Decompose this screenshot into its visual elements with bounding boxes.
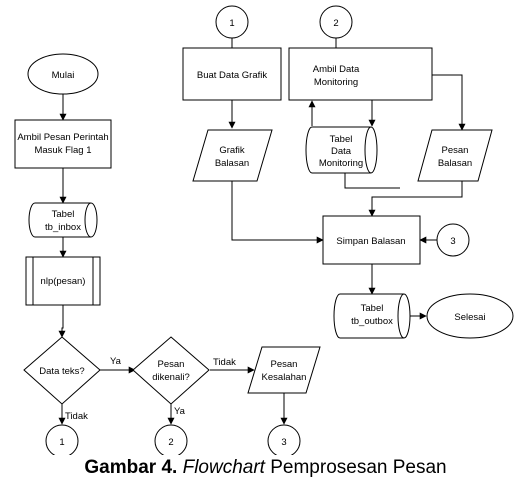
node-tb-inbox: Tabel tb_inbox: [28, 202, 98, 238]
edge-ambildata-pesanbalasan: [432, 74, 466, 131]
edge-label-ya-pesandikenali: Ya: [174, 406, 186, 417]
node-pesan-dikenali: Pesan dikenali?: [132, 336, 210, 405]
node-ambil-data-monitoring: Ambil Data Monitoring: [288, 47, 433, 101]
svg-text:Balasan: Balasan: [438, 158, 472, 169]
edges: [58, 31, 466, 425]
svg-text:Selesai: Selesai: [454, 312, 485, 323]
caption-rest: Pemprosesan Pesan: [264, 457, 447, 478]
edge-grafikbalasan-simpan: [231, 181, 324, 244]
svg-text:dikenali?: dikenali?: [152, 372, 190, 383]
connector-2-bottom: 2: [154, 424, 188, 455]
svg-text:Mulai: Mulai: [52, 70, 75, 81]
node-pesan-balasan: Pesan Balasan: [417, 129, 493, 182]
svg-text:Tabel: Tabel: [361, 303, 384, 314]
connector-3-bottom: 3: [267, 424, 301, 455]
svg-text:tb_outbox: tb_outbox: [351, 316, 393, 327]
node-data-teks: Data teks?: [23, 336, 101, 405]
node-simpan-balasan: Simpan Balasan: [322, 215, 421, 265]
node-ambil-pesan: Ambil Pesan Perintah Masuk Flag 1: [14, 119, 112, 169]
svg-text:Tabel: Tabel: [330, 134, 353, 145]
svg-text:1: 1: [59, 437, 64, 448]
svg-text:tb_inbox: tb_inbox: [45, 222, 81, 233]
node-nlp: nlp(pesan): [25, 256, 101, 306]
edge-pesanbalasan-simpan: [368, 181, 463, 217]
svg-text:2: 2: [333, 18, 338, 29]
svg-text:Ambil Data: Ambil Data: [313, 64, 360, 75]
svg-text:Pesan: Pesan: [158, 359, 185, 370]
svg-text:2: 2: [168, 437, 173, 448]
svg-text:Balasan: Balasan: [215, 158, 249, 169]
svg-text:Simpan Balasan: Simpan Balasan: [336, 236, 405, 247]
svg-text:Kesalahan: Kesalahan: [262, 372, 307, 383]
node-mulai: Mulai: [27, 53, 99, 95]
caption-prefix: Gambar 4.: [84, 457, 178, 478]
svg-text:1: 1: [229, 18, 234, 29]
svg-text:Tabel: Tabel: [52, 209, 75, 220]
caption-italic: Flowchart: [182, 457, 265, 478]
svg-text:3: 3: [281, 437, 286, 448]
flowchart-diagram: Mulai Ambil Pesan Perintah Masuk Flag 1 …: [14, 5, 514, 455]
svg-text:Grafik: Grafik: [219, 145, 245, 156]
edge-tabeldm-simpan: [344, 173, 400, 189]
node-buat-data-grafik: Buat Data Grafik: [182, 47, 282, 101]
svg-text:Data: Data: [331, 146, 352, 157]
node-tabel-data-monitoring: Tabel Data Monitoring: [305, 126, 378, 174]
connector-1-bottom: 1: [45, 424, 79, 455]
svg-text:nlp(pesan): nlp(pesan): [41, 276, 86, 287]
svg-text:Pesan: Pesan: [442, 145, 469, 156]
node-selesai: Selesai: [426, 293, 514, 339]
svg-text:Ambil Pesan Perintah: Ambil Pesan Perintah: [17, 132, 108, 143]
svg-text:Monitoring: Monitoring: [319, 158, 363, 169]
edge-label-tidak-datateks: Tidak: [65, 411, 88, 422]
svg-text:Buat Data Grafik: Buat Data Grafik: [197, 70, 267, 81]
svg-text:Pesan: Pesan: [271, 359, 298, 370]
connector-1-top: 1: [215, 5, 249, 39]
svg-text:3: 3: [450, 236, 455, 247]
edge-label-tidak-pesandikenali: Tidak: [213, 357, 236, 368]
node-pesan-kesalahan: Pesan Kesalahan: [247, 346, 321, 394]
node-grafik-balasan: Grafik Balasan: [192, 129, 273, 182]
edge-nlp-datateks: [58, 305, 66, 338]
svg-text:Masuk Flag 1: Masuk Flag 1: [34, 145, 91, 156]
node-tb-outbox: Tabel tb_outbox: [333, 293, 411, 339]
svg-text:Monitoring: Monitoring: [314, 77, 358, 88]
figure-caption: Gambar 4. Flowchart Pemprosesan Pesan: [0, 457, 531, 479]
connector-2-top: 2: [319, 5, 353, 39]
edge-label-ya-datateks: Ya: [110, 356, 122, 367]
connector-3-right: 3: [436, 223, 470, 257]
svg-text:Data teks?: Data teks?: [39, 366, 84, 377]
